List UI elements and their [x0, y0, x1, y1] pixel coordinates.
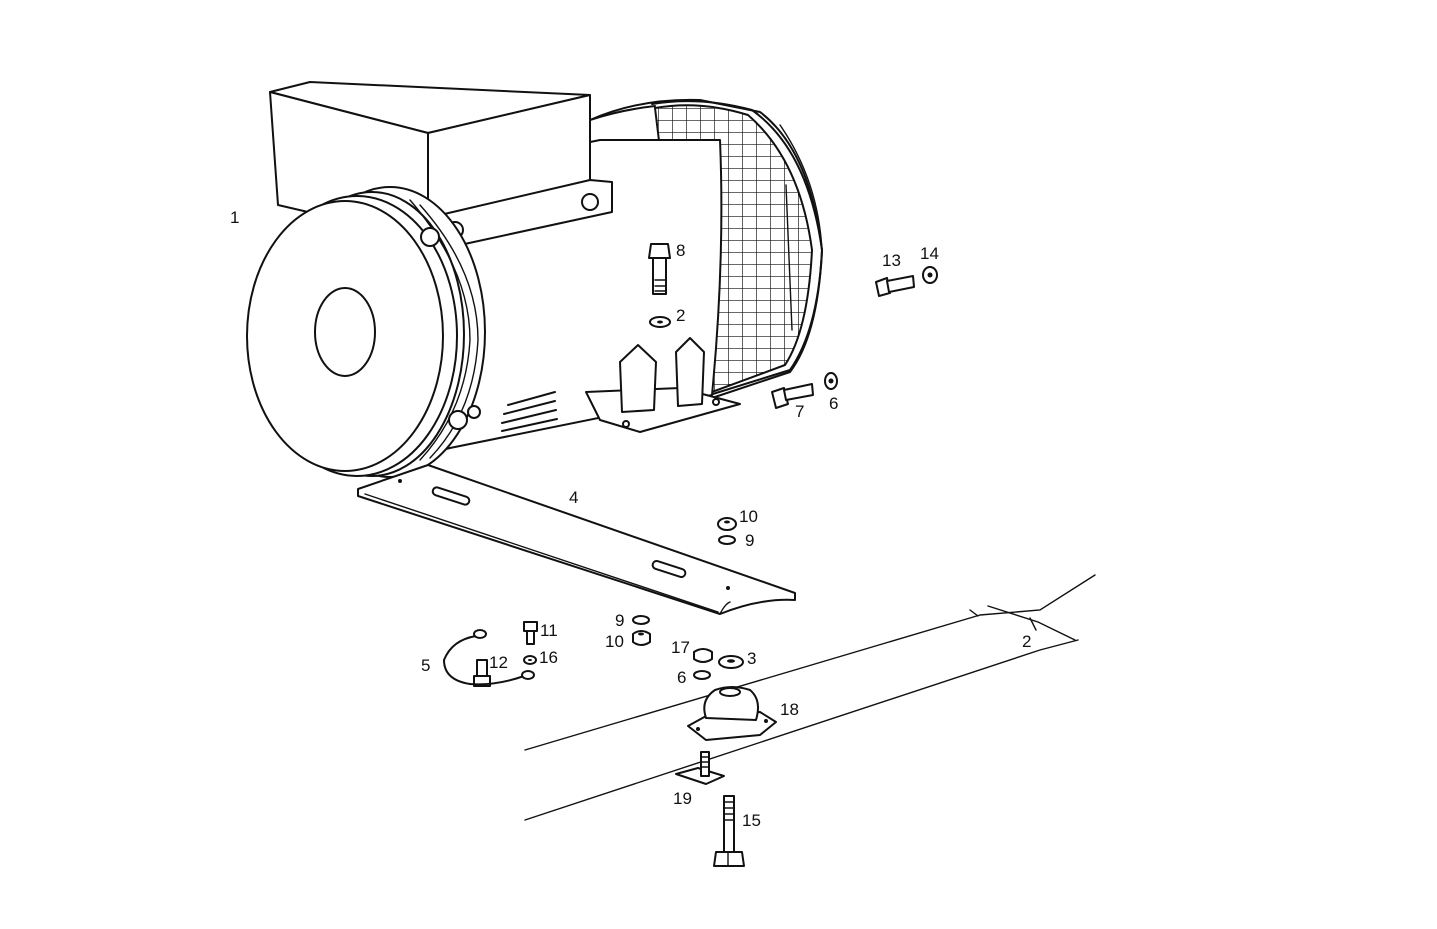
- label-part-10-upper: 10: [739, 507, 758, 526]
- label-part-8: 8: [676, 241, 685, 260]
- vent-slots: [501, 391, 558, 432]
- label-part-12: 12: [489, 653, 508, 672]
- label-part-19: 19: [673, 789, 692, 808]
- generator-assembly: [246, 81, 823, 478]
- screw-11: [523, 621, 538, 645]
- label-part-15: 15: [742, 811, 761, 830]
- stud-plate-19: [675, 751, 725, 785]
- anti-vibration-mount-18: [687, 686, 777, 741]
- part-labels: 1 8 2 13 14 7 6 4 10 9 9 10 11 12 16 5 1…: [230, 208, 1031, 830]
- label-part-17: 17: [671, 638, 690, 657]
- label-part-9-lower: 9: [615, 611, 624, 630]
- foot-bracket: [585, 337, 741, 433]
- shaft-hub: [314, 287, 376, 377]
- nut-17: [693, 648, 713, 663]
- nut-10-upper: [717, 517, 737, 531]
- label-part-3: 3: [747, 649, 756, 668]
- label-part-2-upper: 2: [676, 306, 685, 325]
- washer-9-upper: [718, 535, 736, 545]
- label-part-10-lower: 10: [605, 632, 624, 651]
- label-part-9-upper: 9: [745, 531, 754, 550]
- bolt-7: [771, 383, 814, 409]
- label-part-7: 7: [795, 402, 804, 421]
- screw-12: [473, 659, 491, 687]
- washer-6-lower: [693, 670, 711, 680]
- ground-strap-5: [443, 629, 535, 686]
- label-part-5: 5: [421, 656, 430, 675]
- bolt-15: [713, 795, 745, 867]
- label-part-18: 18: [780, 700, 799, 719]
- nut-10-lower: [632, 630, 651, 646]
- bolt-8: [648, 243, 671, 295]
- label-part-4: 4: [569, 488, 578, 507]
- label-part-6-lower: 6: [677, 668, 686, 687]
- label-part-16: 16: [539, 648, 558, 667]
- label-part-14: 14: [920, 244, 939, 263]
- label-part-11: 11: [540, 621, 558, 640]
- mounting-plate: [357, 464, 796, 615]
- label-part-6-upper: 6: [829, 394, 838, 413]
- base-frame-rails: [524, 574, 1096, 821]
- washer-9-lower: [632, 615, 650, 625]
- label-part-13: 13: [882, 251, 901, 270]
- bolt-13: [875, 275, 915, 297]
- label-part-1: 1: [230, 208, 239, 227]
- label-part-2-frame: 2: [1022, 632, 1031, 651]
